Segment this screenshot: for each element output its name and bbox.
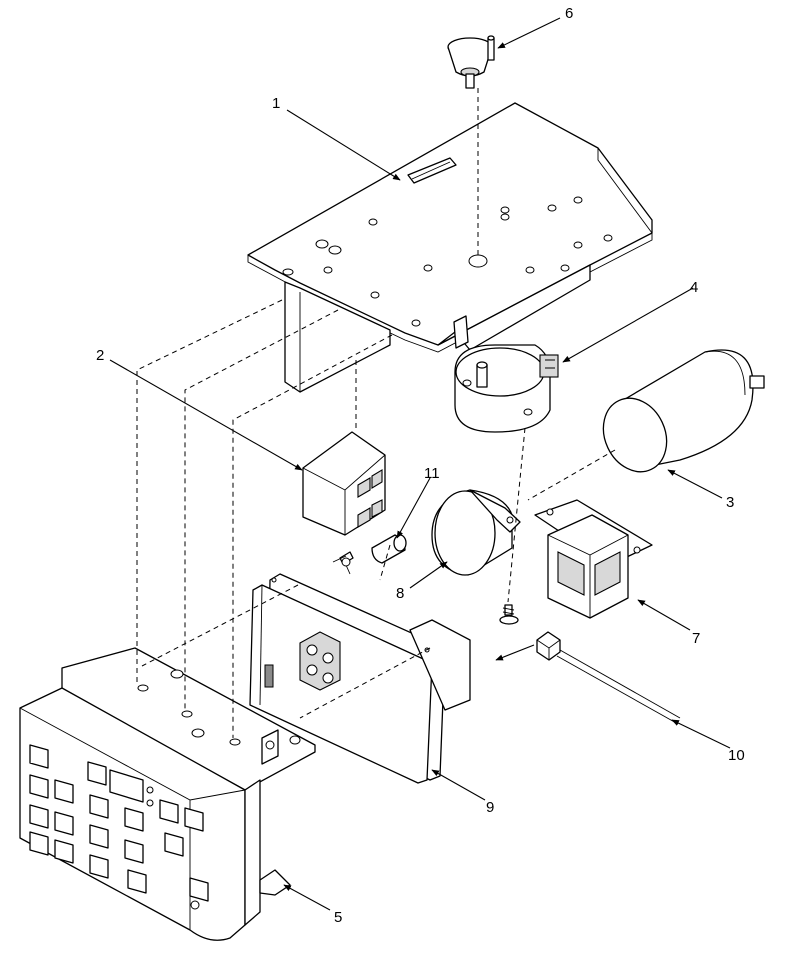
part-3-capacitor	[602, 349, 765, 473]
assembly-guide-lines	[136, 88, 616, 738]
part-8-clamp	[431, 489, 521, 576]
motor-screw	[499, 604, 519, 625]
callout-11: 11	[424, 465, 440, 482]
part-6-coupler	[447, 35, 495, 89]
part-2-relay	[302, 431, 386, 536]
callout-9: 9	[486, 799, 494, 816]
callout-labels: 1 6 4 2 11 3 8 7 10 9 5	[96, 5, 745, 926]
callout-5: 5	[334, 909, 342, 926]
callout-2: 2	[96, 347, 104, 364]
part-1-mounting-plate	[247, 102, 653, 393]
part-10-wire	[536, 631, 681, 725]
part-4-motor	[454, 344, 559, 433]
part-7-transformer	[534, 499, 653, 619]
callout-7: 7	[692, 630, 700, 647]
leader-lines	[109, 17, 731, 911]
callout-4: 4	[690, 279, 698, 296]
part-5-control-panel	[19, 647, 316, 941]
callout-8: 8	[396, 585, 404, 602]
part-9-circuit-board	[249, 573, 471, 784]
callout-3: 3	[726, 494, 734, 511]
part-11-fuse	[332, 534, 407, 575]
callout-6: 6	[565, 5, 573, 22]
callout-1: 1	[272, 95, 280, 112]
callout-10: 10	[728, 747, 745, 764]
